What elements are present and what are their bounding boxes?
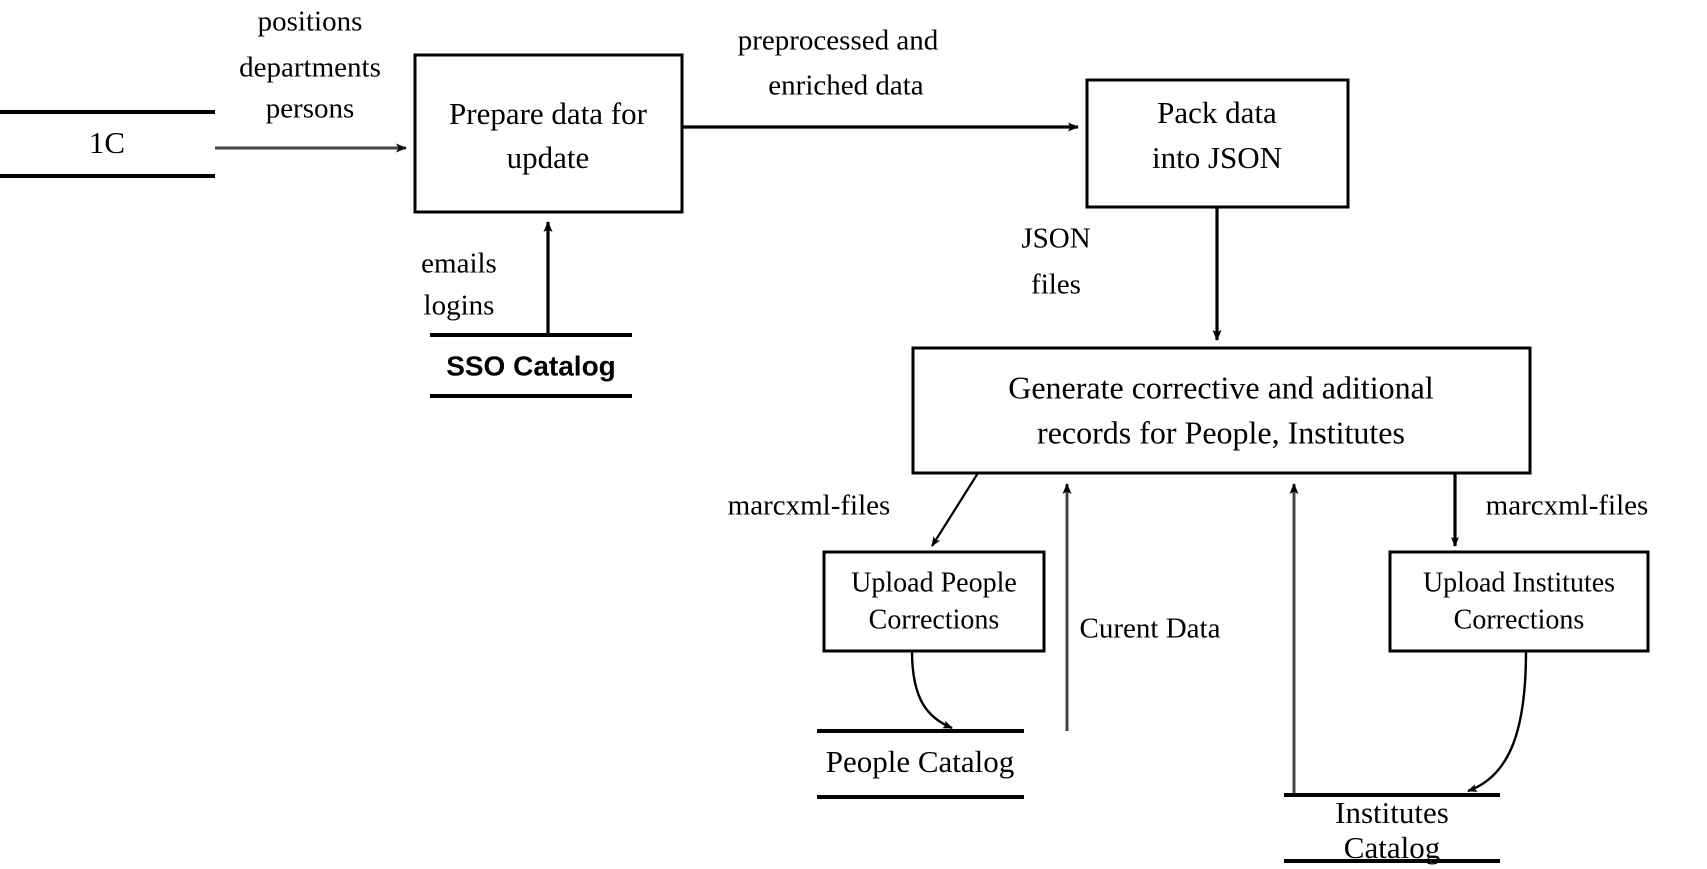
flow-prepare-to-pack-label-line2: enriched data xyxy=(768,70,924,102)
flow-generate-to-institutes-upload: marcxml-files xyxy=(1451,473,1649,547)
flow-sso-to-prepare-label-line1: emails xyxy=(421,248,497,280)
flow-pack-to-generate: JSON files xyxy=(1021,207,1222,341)
flow-institutes-upload-to-catalog xyxy=(1467,650,1528,793)
flow-sso-to-prepare-label-line2: logins xyxy=(424,290,495,322)
flow-sso-to-prepare: emails logins xyxy=(421,221,553,335)
datastore-institutes-catalog: Institutes Catalog xyxy=(1284,793,1500,865)
flow-generate-to-people-upload: marcxml-files xyxy=(728,472,979,547)
flow-pack-to-generate-label-line1: JSON xyxy=(1021,223,1090,255)
flow-1c-to-prepare: positions departments persons xyxy=(215,6,407,153)
process-pack-json-label-line2: into JSON xyxy=(1152,140,1282,175)
process-pack-json-label-line1: Pack data xyxy=(1157,95,1277,130)
process-generate-records-label-line2: records for People, Institutes xyxy=(1037,414,1405,450)
datastore-1c-label: 1C xyxy=(89,125,125,160)
process-upload-institutes-corrections-label-line2: Corrections xyxy=(1454,604,1585,635)
flow-curent-data-label: Curent Data xyxy=(1080,613,1221,645)
datastore-sso-catalog-label: SSO Catalog xyxy=(446,350,616,381)
flow-prepare-to-pack: preprocessed and enriched data xyxy=(682,25,1079,132)
process-prepare-data-label-line2: update xyxy=(507,140,590,175)
flow-pack-to-generate-label-line2: files xyxy=(1031,269,1081,301)
flow-1c-to-prepare-label-line2: departments xyxy=(239,52,381,84)
flow-1c-to-prepare-label-line3: persons xyxy=(266,93,355,125)
datastore-institutes-catalog-label-line2: Catalog xyxy=(1344,830,1440,865)
process-upload-people-corrections[interactable]: Upload People Corrections xyxy=(822,550,1046,653)
flow-people-catalog-to-generate: Curent Data xyxy=(1062,483,1221,731)
flow-prepare-to-pack-label-line1: preprocessed and xyxy=(738,25,939,57)
process-generate-records-label-line1: Generate corrective and aditional xyxy=(1008,369,1434,405)
process-upload-institutes-corrections[interactable]: Upload Institutes Corrections xyxy=(1388,550,1650,653)
datastore-people-catalog-label: People Catalog xyxy=(826,744,1015,779)
process-prepare-data-label-line1: Prepare data for xyxy=(449,96,648,131)
process-upload-people-corrections-label-line1: Upload People xyxy=(851,567,1017,598)
datastore-institutes-catalog-label-line1: Institutes xyxy=(1335,795,1449,830)
flow-1c-to-prepare-label-line1: positions xyxy=(258,6,363,38)
process-upload-people-corrections-label-line2: Corrections xyxy=(869,604,1000,635)
datastore-1c: 1C xyxy=(0,110,215,178)
process-pack-json[interactable]: Pack data into JSON xyxy=(1085,78,1350,209)
flow-generate-to-institutes-upload-label: marcxml-files xyxy=(1486,490,1649,522)
datastore-sso-catalog: SSO Catalog xyxy=(430,333,632,398)
datastore-people-catalog: People Catalog xyxy=(817,729,1024,799)
flow-generate-to-people-upload-label: marcxml-files xyxy=(728,490,891,522)
process-upload-institutes-corrections-label-line1: Upload Institutes xyxy=(1423,567,1615,598)
flow-people-upload-to-catalog xyxy=(910,650,953,730)
process-generate-records[interactable]: Generate corrective and aditional record… xyxy=(911,346,1532,475)
process-prepare-data[interactable]: Prepare data for update xyxy=(413,53,684,214)
